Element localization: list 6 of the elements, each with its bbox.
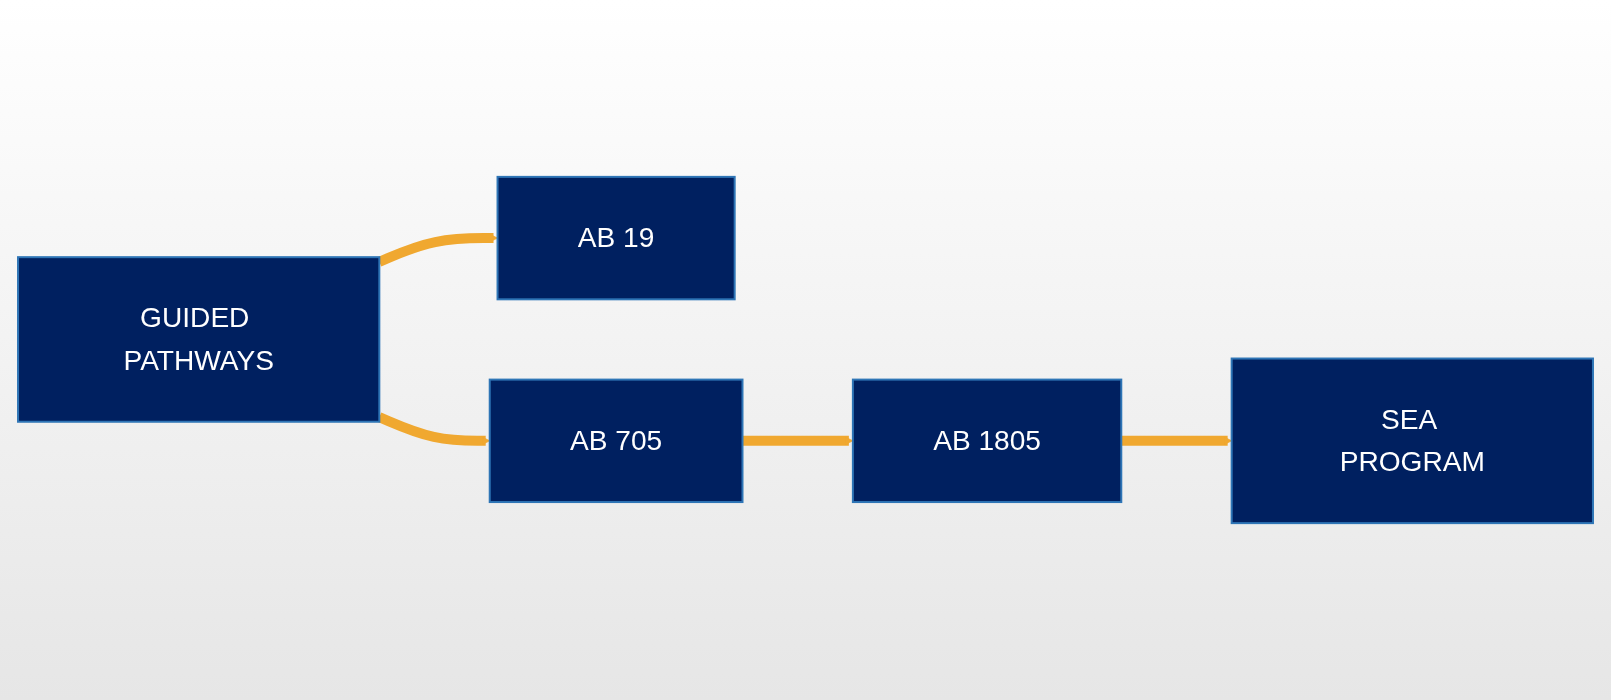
node-box: AB 1805: [851, 378, 1123, 504]
node-box: AB 705: [488, 378, 744, 504]
node-box: GUIDED PATHWAYS: [17, 256, 381, 423]
node-box: AB 19: [496, 175, 736, 301]
node-box: SEA PROGRAM: [1230, 357, 1594, 525]
arrow: [377, 233, 498, 267]
